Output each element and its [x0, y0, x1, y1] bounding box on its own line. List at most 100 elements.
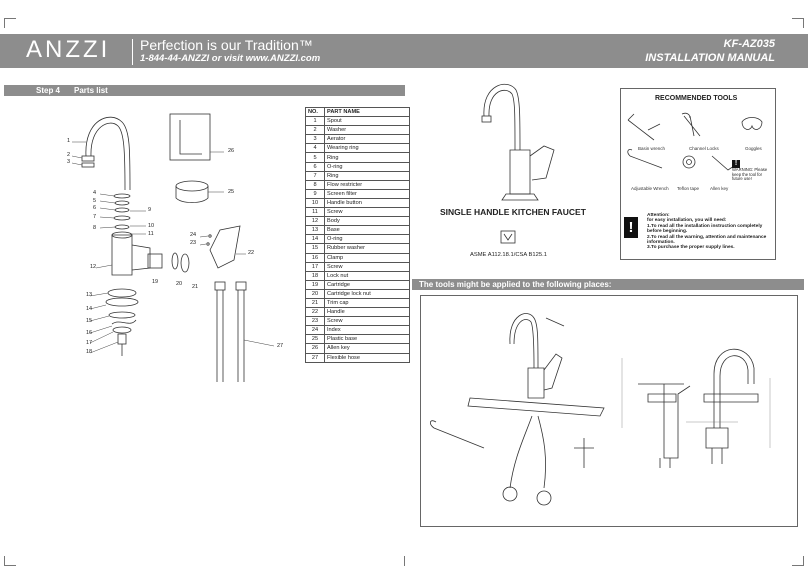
part-number: 8: [305, 179, 325, 190]
callout-number: 6: [93, 205, 97, 211]
callout-number: 20: [176, 281, 183, 287]
crop-mark: [803, 18, 804, 28]
part-name: Base: [324, 225, 410, 236]
callout-number: 3: [67, 159, 71, 165]
callout-number: 13: [86, 292, 93, 298]
part-name: Screw: [324, 207, 410, 218]
part-number: 21: [305, 297, 325, 309]
model-number: KF-AZ035: [723, 38, 775, 50]
part-name: Ring: [324, 152, 410, 163]
warning-text: WARNING: Please keep the tool for future…: [732, 167, 768, 182]
part-number: 23: [305, 316, 325, 327]
spout-drawing: [85, 116, 131, 191]
part-name: Flexible hose: [324, 352, 410, 363]
part-number: 4: [305, 143, 325, 154]
part-name: Trim cap: [324, 297, 410, 309]
part-number: 19: [305, 279, 325, 290]
crop-mark: [792, 18, 804, 19]
part-number: 17: [305, 261, 325, 272]
part-number: 2: [305, 125, 325, 136]
part-number: 3: [305, 134, 325, 145]
dimension-drawing-front: [713, 348, 755, 428]
callout-number: 18: [86, 349, 93, 355]
part-name: Rubber washer: [324, 243, 410, 254]
part-name: Lock nut: [324, 270, 410, 281]
part-name: Ring: [324, 170, 410, 181]
crop-mark: [792, 565, 804, 566]
callout-number: 11: [148, 231, 154, 237]
installation-illustration: [430, 313, 771, 506]
callout-number: 27: [277, 343, 284, 349]
part-number: 16: [305, 252, 325, 263]
tool-label: Adjustable Wrench: [631, 186, 669, 191]
crop-mark: [4, 565, 16, 566]
certification-text: ASME A112.18.1/CSA B125.1: [470, 252, 547, 258]
adjustable-wrench-icon: [627, 149, 663, 169]
part-number: 6: [305, 161, 325, 172]
part-number: 27: [305, 352, 325, 363]
attention-line: 1.To read all the installation instructi…: [647, 223, 763, 235]
countertop-drawing: [467, 397, 605, 417]
callout-number: 15: [86, 318, 93, 324]
part-name: Screen filter: [324, 188, 410, 199]
channel-locks-icon: [681, 112, 701, 137]
part-number: 9: [305, 188, 325, 199]
basin-wrench-icon: [627, 113, 661, 141]
faucet-illustration: [481, 83, 555, 201]
callout-number: 17: [86, 340, 93, 346]
part-name: Handle button: [324, 197, 410, 209]
part-name: Washer: [324, 125, 410, 136]
part-number: 22: [305, 307, 325, 318]
part-name: Aerator: [324, 134, 410, 145]
callout-number: 14: [86, 306, 93, 312]
part-number: 24: [305, 325, 325, 336]
callout-number: 12: [90, 264, 97, 270]
part-name: Index: [324, 325, 410, 336]
part-name: Allen key: [324, 343, 410, 354]
faucet-title: SINGLE HANDLE KITCHEN FAUCET: [440, 207, 586, 217]
dimension-drawing-side: [638, 383, 691, 459]
header-band: [0, 34, 808, 68]
crop-mark: [4, 556, 5, 566]
tools-section-bar: The tools might be applied to the follow…: [412, 279, 804, 290]
part-name: Cartridge: [324, 279, 410, 290]
part-name: Clamp: [324, 252, 410, 263]
attention-line: 2.To read all the warning, attention and…: [647, 234, 767, 246]
recommended-tools-title: RECOMMENDED TOOLS: [655, 95, 738, 102]
callout-number: 23: [190, 240, 197, 246]
part-number: 1: [305, 116, 325, 127]
part-number: 11: [305, 207, 325, 218]
callout-number: 24: [190, 232, 197, 238]
callout-number: 16: [86, 330, 93, 336]
step-number: Step 4: [36, 86, 61, 95]
crop-mark: [4, 18, 16, 19]
column-header: PART NAME: [324, 106, 410, 118]
brand-logo: ANZZI: [26, 36, 111, 63]
tool-label: Allen key: [710, 186, 729, 191]
attention-line: Attention:: [647, 213, 670, 218]
installation-drawing-panel: [420, 295, 798, 527]
exploded-parts-diagram: [71, 113, 275, 382]
callout-number: 19: [152, 279, 159, 285]
recommended-tools-panel: [620, 88, 776, 260]
